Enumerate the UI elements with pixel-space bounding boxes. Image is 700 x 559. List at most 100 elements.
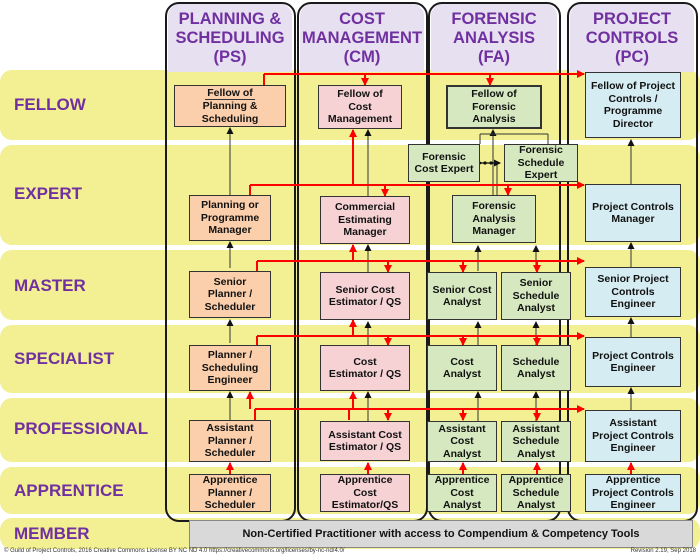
role-fa-master-schedule-line3: Analyst <box>517 302 555 315</box>
role-fa-prof-cost-line2: Cost <box>450 435 474 448</box>
footer-revision: Revision 2.19, Sep 2018 <box>630 548 696 554</box>
role-fa-expert-line2: Analysis <box>472 212 516 225</box>
column-header-cm-line3: (CM) <box>343 48 381 66</box>
role-fa-master-cost-line2: Analyst <box>443 296 481 308</box>
role-fa-expert-line1: Forensic <box>472 200 516 213</box>
role-pc-fellow-line3: Programme <box>603 105 663 117</box>
footer-license-link[interactable]: https://creativecommons.org/licenses/by-… <box>209 548 345 554</box>
role-fa-app-cost-line3: Analyst <box>443 499 481 512</box>
role-fa-prof-schedule: Assistant Schedule Analyst <box>501 421 571 462</box>
column-header-pc-line1: PROJECT <box>593 10 671 28</box>
column-header-cm-line1: COST <box>339 10 385 28</box>
column-header-fa: FORENSIC ANALYSIS (FA) <box>431 4 557 72</box>
role-pc-specialist: Project Controls Engineer <box>585 337 681 387</box>
role-fa-cost-expert-line2: Cost Expert <box>414 163 474 175</box>
column-header-ps-line3: (PS) <box>213 48 247 66</box>
role-fa-expert-line3: Manager <box>472 225 516 238</box>
role-fa-app-cost: Apprentice Cost Analyst <box>427 474 497 512</box>
role-pc-expert-line1: Project Controls <box>592 200 674 213</box>
role-ps-professional-line1: Assistant <box>206 422 254 435</box>
role-pc-master: Senior Project Controls Engineer <box>585 267 681 317</box>
role-cm-master-line2: Estimator / QS <box>328 296 402 308</box>
role-cm-specialist-line2: Estimator / QS <box>328 368 402 380</box>
role-ps-apprentice: Apprentice Planner / Scheduler <box>189 474 271 512</box>
role-fa-cost-expert-line1: Forensic <box>422 150 466 163</box>
role-pc-professional-line1: Assistant <box>609 417 657 430</box>
role-fa-fellow-line1: Fellow of <box>471 88 517 101</box>
role-fa-app-cost-line1: Apprentice <box>434 474 490 487</box>
role-fa-prof-cost-line3: Analyst <box>443 447 481 460</box>
role-ps-professional-line3: Scheduler <box>204 447 256 460</box>
role-pc-expert-line2: Manager <box>611 213 655 225</box>
role-cm-apprentice: Apprentice Cost Estimator/QS <box>320 474 410 512</box>
role-fa-fellow-line3: Analysis <box>472 113 516 126</box>
role-fa-spec-schedule-line2: Analyst <box>517 368 555 380</box>
role-pc-specialist-line1: Project Controls <box>592 349 674 362</box>
column-header-ps-line2: SCHEDULING <box>175 29 285 47</box>
role-fa-app-schedule-line1: Apprentice <box>508 474 564 487</box>
role-fa-prof-schedule-line2: Schedule <box>512 435 560 448</box>
role-pc-fellow: Fellow of Project Controls / Programme D… <box>585 72 681 138</box>
role-pc-apprentice: Apprentice Project Controls Engineer <box>585 474 681 512</box>
role-cm-fellow-line3: Management <box>327 113 393 126</box>
column-header-ps: PLANNING & SCHEDULING (PS) <box>168 4 292 72</box>
role-fa-cost-expert: Forensic Cost Expert <box>408 144 480 182</box>
column-header-pc-line3: (PC) <box>615 48 649 66</box>
role-pc-master-line3: Engineer <box>610 298 656 311</box>
role-fa-master-cost: Senior Cost Analyst <box>427 272 497 320</box>
role-fa-prof-cost-line1: Assistant <box>438 422 486 435</box>
role-ps-specialist: Planner / Scheduling Engineer <box>189 345 271 391</box>
role-cm-master-line1: Senior Cost <box>335 283 395 296</box>
role-ps-professional-line2: Planner / <box>207 434 253 447</box>
level-label-fellow: FELLOW <box>14 95 86 114</box>
role-fa-schedule-expert: Forensic Schedule Expert <box>504 144 578 182</box>
column-header-fa-line1: FORENSIC <box>451 10 537 28</box>
role-fa-spec-schedule: Schedule Analyst <box>501 345 571 391</box>
role-cm-fellow: Fellow of Cost Management <box>318 85 402 129</box>
role-cm-apprentice-line1: Apprentice <box>337 474 393 487</box>
role-pc-apprentice-line3: Engineer <box>610 499 656 512</box>
role-cm-professional-line2: Estimator / QS <box>328 441 402 453</box>
footer-license-text: © Guild of Project Controls, 2016 Creati… <box>4 548 208 554</box>
column-header-ps-line1: PLANNING & <box>178 10 282 28</box>
footer-copyright: © Guild of Project Controls, 2016 Creati… <box>4 548 344 554</box>
role-fa-schedule-expert-line2: Schedule <box>517 156 565 169</box>
role-pc-expert: Project Controls Manager <box>585 184 681 242</box>
role-fa-master-schedule: Senior Schedule Analyst <box>501 272 571 320</box>
role-ps-master-line3: Scheduler <box>204 300 256 313</box>
role-ps-master: Senior Planner / Scheduler <box>189 271 271 318</box>
role-pc-apprentice-line2: Project Controls <box>592 486 674 499</box>
role-cm-master: Senior Cost Estimator / QS <box>320 272 410 320</box>
role-ps-expert-line3: Manager <box>208 224 252 237</box>
role-pc-specialist-line2: Engineer <box>610 362 656 374</box>
role-cm-professional-line1: Assistant Cost <box>328 428 402 441</box>
column-header-pc-line2: CONTROLS <box>585 29 679 47</box>
role-fa-spec-cost-line2: Analyst <box>443 368 481 380</box>
role-cm-apprentice-line2: Cost <box>353 486 377 499</box>
role-cm-expert-line3: Manager <box>343 226 387 239</box>
role-pc-professional-line2: Project Controls <box>592 429 674 442</box>
role-fa-master-schedule-line1: Senior <box>519 277 553 290</box>
role-ps-fellow: Fellow of Planning & Scheduling <box>174 85 286 127</box>
role-cm-professional: Assistant Cost Estimator / QS <box>320 421 410 461</box>
role-ps-fellow-line3: Scheduling <box>201 112 259 125</box>
role-fa-prof-schedule-line1: Assistant <box>512 422 560 435</box>
role-cm-fellow-line2: Cost <box>348 100 372 113</box>
level-label-apprentice: APPRENTICE <box>14 481 124 500</box>
level-label-specialist: SPECIALIST <box>14 349 115 368</box>
role-ps-master-line1: Senior <box>213 275 247 288</box>
role-ps-specialist-line3: Engineer <box>207 374 253 387</box>
role-cm-expert-line1: Commercial <box>334 201 396 214</box>
role-fa-prof-schedule-line3: Analyst <box>517 447 555 460</box>
role-cm-specialist: Cost Estimator / QS <box>320 345 410 391</box>
role-fa-schedule-expert-line1: Forensic <box>519 144 563 157</box>
role-fa-fellow-line2: Forensic <box>472 100 516 113</box>
role-ps-apprentice-line3: Scheduler <box>204 499 256 512</box>
role-fa-fellow: Fellow of Forensic Analysis <box>446 85 542 129</box>
role-pc-master-line2: Controls <box>611 285 655 298</box>
role-ps-specialist-line2: Scheduling <box>201 361 259 374</box>
role-fa-master-schedule-line2: Schedule <box>512 289 560 302</box>
role-ps-apprentice-line2: Planner / <box>207 486 253 499</box>
role-fa-expert: Forensic Analysis Manager <box>452 195 536 243</box>
role-cm-expert: Commercial Estimating Manager <box>320 196 410 244</box>
